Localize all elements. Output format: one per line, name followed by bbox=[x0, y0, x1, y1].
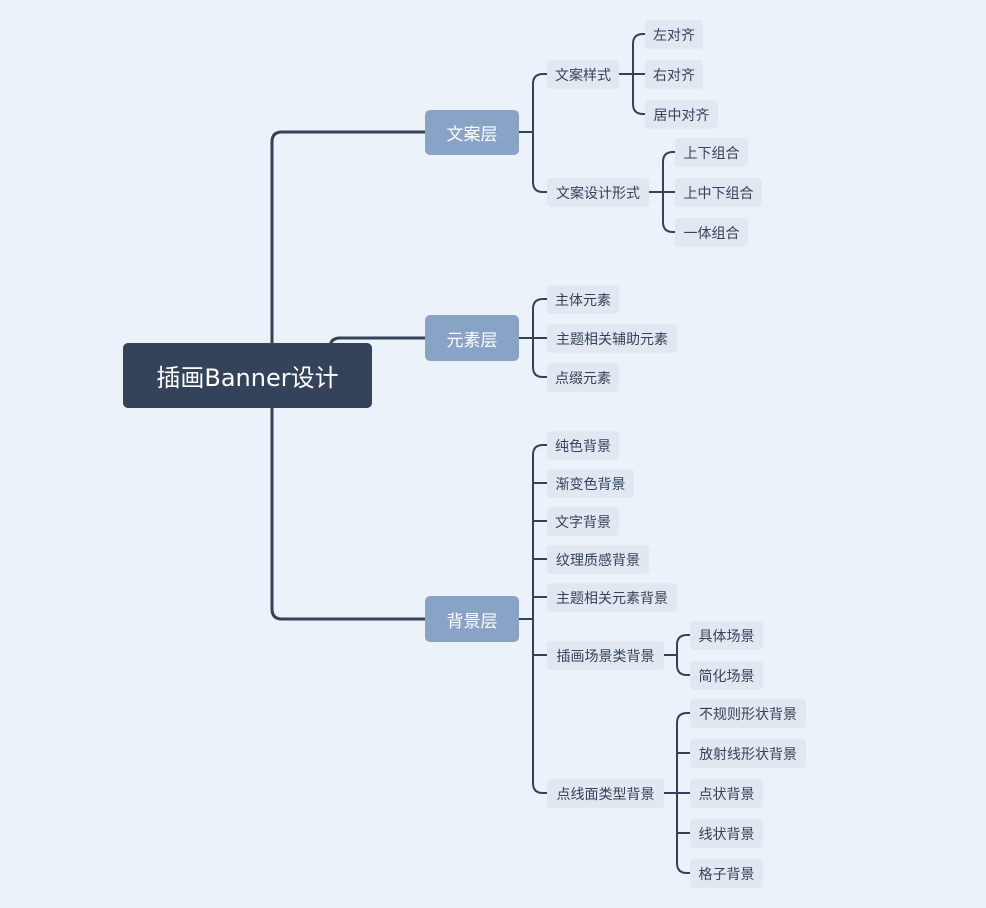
node-illustration-scene-background[interactable]: 插画场景类背景 bbox=[547, 641, 664, 670]
node-dot-background[interactable]: 点状背景 bbox=[690, 779, 763, 808]
node-right-align[interactable]: 右对齐 bbox=[645, 60, 703, 89]
node-decorative-element[interactable]: 点缀元素 bbox=[547, 363, 619, 392]
node-point-line-plane-background[interactable]: 点线面类型背景 bbox=[547, 779, 664, 808]
node-center-align[interactable]: 居中对齐 bbox=[645, 100, 718, 129]
node-theme-auxiliary-element[interactable]: 主题相关辅助元素 bbox=[547, 324, 677, 353]
branch-element-layer[interactable]: 元素层 bbox=[425, 315, 519, 361]
node-left-align[interactable]: 左对齐 bbox=[645, 20, 703, 49]
connector-copy-form-children bbox=[649, 151, 675, 233]
node-main-element[interactable]: 主体元素 bbox=[547, 285, 619, 314]
connector-root-to-copy-layer bbox=[270, 130, 425, 343]
node-line-background[interactable]: 线状背景 bbox=[690, 819, 763, 848]
node-texture-background[interactable]: 纹理质感背景 bbox=[547, 545, 649, 574]
connector-copy-layer-trunk bbox=[519, 73, 547, 193]
node-radial-line-background[interactable]: 放射线形状背景 bbox=[690, 739, 806, 768]
node-copy-form[interactable]: 文案设计形式 bbox=[547, 178, 649, 207]
branch-copy-layer[interactable]: 文案层 bbox=[425, 110, 519, 155]
node-text-background[interactable]: 文字背景 bbox=[547, 507, 619, 536]
connector-root-to-background-layer bbox=[270, 408, 425, 621]
node-copy-style[interactable]: 文案样式 bbox=[547, 60, 619, 89]
node-irregular-shape-background[interactable]: 不规则形状背景 bbox=[690, 699, 806, 728]
connector-copy-style-children bbox=[619, 33, 645, 115]
connector-point-line-plane-children bbox=[664, 712, 690, 874]
node-theme-element-background[interactable]: 主题相关元素背景 bbox=[547, 583, 677, 612]
root-node[interactable]: 插画Banner设计 bbox=[123, 343, 372, 408]
node-grid-background[interactable]: 格子背景 bbox=[690, 859, 763, 888]
branch-background-layer[interactable]: 背景层 bbox=[425, 596, 519, 642]
node-simplified-scene[interactable]: 简化场景 bbox=[690, 661, 763, 690]
connector-background-layer-children bbox=[519, 444, 547, 794]
node-solid-background[interactable]: 纯色背景 bbox=[547, 431, 619, 460]
connector-illustration-scene-children bbox=[664, 634, 690, 676]
node-top-middle-bottom-combo[interactable]: 上中下组合 bbox=[675, 178, 762, 207]
node-gradient-background[interactable]: 渐变色背景 bbox=[547, 469, 634, 498]
node-unified-combo[interactable]: 一体组合 bbox=[675, 218, 748, 247]
node-concrete-scene[interactable]: 具体场景 bbox=[690, 621, 763, 650]
connector-element-layer-children bbox=[519, 298, 547, 378]
node-top-bottom-combo[interactable]: 上下组合 bbox=[675, 138, 748, 167]
